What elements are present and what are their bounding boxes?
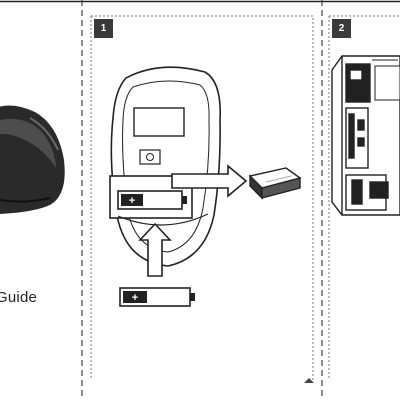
guide-caption: Guide xyxy=(0,289,38,306)
step-1-panel xyxy=(90,15,314,383)
battery-plus-label: + xyxy=(129,195,135,207)
battery-plus-label: + xyxy=(132,292,138,304)
usb-receiver-icon xyxy=(248,167,302,200)
battery-icon: + xyxy=(119,287,195,307)
arrow-up-icon xyxy=(138,222,172,277)
battery-icon: + xyxy=(117,190,187,210)
step-1-badge: 1 xyxy=(94,19,113,38)
computer-tower-icon xyxy=(331,55,400,216)
mouse-photo xyxy=(0,105,65,214)
step-2-panel xyxy=(328,15,400,380)
step-2-badge: 2 xyxy=(332,19,351,38)
arrow-right-icon xyxy=(171,164,248,198)
